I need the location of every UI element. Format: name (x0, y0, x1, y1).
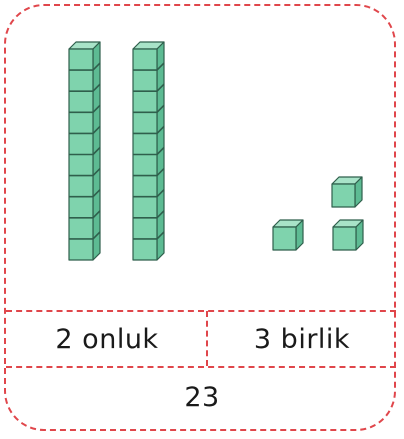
tens-label: 2 onluk (8, 312, 206, 366)
cube-front-face (333, 227, 356, 250)
unit-cube (333, 220, 363, 250)
unit-cube (273, 220, 303, 250)
ones-cubes (273, 177, 363, 250)
tens-rods (69, 42, 164, 260)
tens-rod (69, 42, 100, 260)
ones-label: 3 birlik (209, 312, 395, 366)
number-label: 23 (8, 368, 396, 426)
unit-cube (332, 177, 362, 207)
cube-front-face (332, 184, 355, 207)
cube-front-face (273, 227, 296, 250)
column-divider (206, 311, 208, 366)
base-ten-blocks (0, 0, 404, 310)
tens-rod (133, 42, 164, 260)
